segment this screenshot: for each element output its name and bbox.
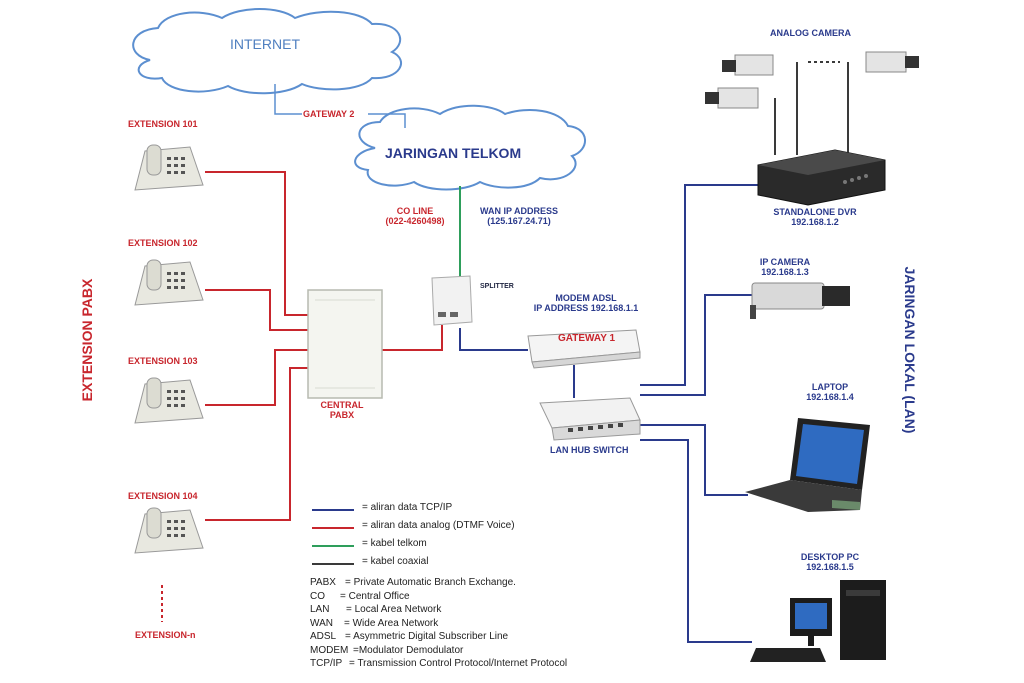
laptop-label: LAPTOP 192.168.1.4 xyxy=(790,382,870,402)
dvr-label: STANDALONE DVR 192.168.1.2 xyxy=(760,207,870,227)
gateway2-label: GATEWAY 2 xyxy=(303,109,355,119)
abbreviation-term: CO xyxy=(310,590,325,602)
extension-103-label: EXTENSION 103 xyxy=(128,356,198,366)
abbreviation-definition: = Private Automatic Branch Exchange. xyxy=(345,577,516,588)
telkom-cloud xyxy=(354,104,586,191)
wan-ip-label: WAN IP ADDRESS (125.167.24.71) xyxy=(464,206,574,226)
abbreviation-term: TCP/IP xyxy=(310,658,343,669)
internet-label: INTERNET xyxy=(230,36,300,52)
analog-camera-icon xyxy=(722,54,774,76)
desktop-ip: 192.168.1.5 xyxy=(806,562,854,572)
internet-cloud xyxy=(132,8,403,95)
legend-line xyxy=(312,527,354,529)
ip-camera-title: IP CAMERA xyxy=(759,257,811,267)
central-pabx-title: CENTRAL xyxy=(320,400,364,410)
desktop-pc-icon xyxy=(750,580,886,662)
splitter-label: SPLITTER xyxy=(480,283,514,290)
abbreviation-term: LAN xyxy=(310,604,330,615)
abbreviation-definition: = Wide Area Network xyxy=(344,617,439,629)
legend-text: = aliran data TCP/IP xyxy=(362,502,453,513)
gateway2-link xyxy=(274,84,406,128)
analog-camera-icon xyxy=(865,51,919,73)
dvr-ip: 192.168.1.2 xyxy=(791,217,839,227)
abbreviation-definition: = Transmission Control Protocol/Internet… xyxy=(349,658,568,669)
legend-line xyxy=(312,545,354,547)
extension-n-label: EXTENSION-n xyxy=(135,630,196,640)
abbreviation-definition: = Central Office xyxy=(340,590,410,602)
extension-104-label: EXTENSION 104 xyxy=(128,491,198,501)
jaringan-lokal-vertical-label: JARINGAN LOKAL (LAN) xyxy=(902,266,918,434)
ip-camera-ip: 192.168.1.3 xyxy=(761,267,809,277)
phone-icon xyxy=(134,144,204,191)
central-pabx-label: CENTRAL PABX xyxy=(300,400,384,420)
phone-icon xyxy=(134,259,204,306)
wan-ip-value: (125.167.24.71) xyxy=(487,216,551,226)
laptop-ip: 192.168.1.4 xyxy=(806,392,854,402)
coaxial-lines xyxy=(774,62,849,155)
modem-title: MODEM ADSL xyxy=(555,293,617,303)
abbreviation-definition: = Asymmetric Digital Subscriber Line xyxy=(345,631,509,642)
gateway1-label: GATEWAY 1 xyxy=(558,333,616,344)
co-line-label: CO LINE (022-4260498) xyxy=(372,206,458,226)
ip-camera-icon xyxy=(750,282,850,319)
ip-camera-label: IP CAMERA 192.168.1.3 xyxy=(745,257,825,277)
co-line-number: (022-4260498) xyxy=(385,216,445,226)
analog-camera-label: ANALOG CAMERA xyxy=(770,28,851,38)
phone-icon xyxy=(134,377,204,424)
desktop-label: DESKTOP PC 192.168.1.5 xyxy=(788,552,872,572)
switch-icon xyxy=(539,397,641,441)
abbreviation-term: WAN xyxy=(310,617,333,629)
desktop-title: DESKTOP PC xyxy=(800,552,860,562)
modem-ip: IP ADDRESS 192.168.1.1 xyxy=(533,303,639,313)
abbreviation-definition: = Local Area Network xyxy=(346,604,442,615)
splitter-icon xyxy=(431,275,473,326)
wan-ip-title: WAN IP ADDRESS xyxy=(479,206,558,216)
laptop-title: LAPTOP xyxy=(811,382,849,392)
modem-icon xyxy=(527,329,641,369)
pabx-icon xyxy=(307,289,383,399)
telkom-label: JARINGAN TELKOM xyxy=(385,145,522,161)
laptop-icon xyxy=(745,418,870,512)
abbreviation-term: PABX xyxy=(310,577,336,588)
legend-text: = kabel telkom xyxy=(362,538,427,549)
lan-switch-label: LAN HUB SWITCH xyxy=(550,445,629,455)
abbreviation-definition: =Modulator Demodulator xyxy=(353,644,464,656)
legend-line xyxy=(312,563,354,565)
legend-text: = kabel coaxial xyxy=(362,556,429,567)
abbreviation-term: MODEM xyxy=(310,644,349,656)
modem-label: MODEM ADSL IP ADDRESS 192.168.1.1 xyxy=(522,293,650,313)
extension-101-label: EXTENSION 101 xyxy=(128,119,198,129)
co-line-title: CO LINE xyxy=(396,206,434,216)
abbreviation-term: ADSL xyxy=(310,631,337,642)
legend-text: = aliran data analog (DTMF Voice) xyxy=(362,520,515,531)
analog-lines xyxy=(205,171,443,521)
dvr-title: STANDALONE DVR xyxy=(773,207,857,217)
analog-camera-icon xyxy=(705,87,759,109)
extension-102-label: EXTENSION 102 xyxy=(128,238,198,248)
tcpip-lines xyxy=(459,184,758,643)
phone-icon xyxy=(134,507,204,554)
dvr-icon xyxy=(757,149,886,206)
extension-pabx-vertical-label: EXTENSION PABX xyxy=(79,278,95,402)
central-pabx-subtitle: PABX xyxy=(329,410,355,420)
legend-line xyxy=(312,509,354,511)
